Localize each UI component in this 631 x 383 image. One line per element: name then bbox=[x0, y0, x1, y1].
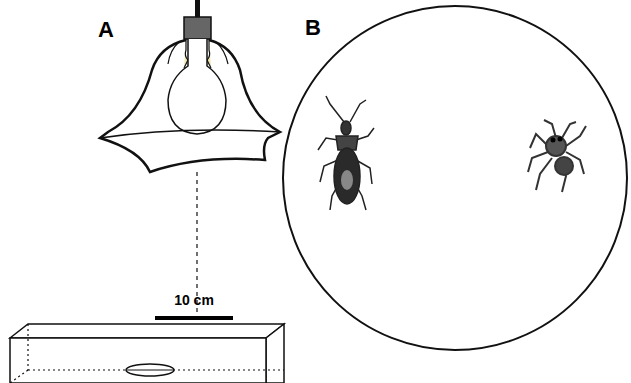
bug bbox=[318, 96, 374, 210]
scale-bar bbox=[155, 316, 233, 320]
panel-letter: A bbox=[98, 17, 114, 43]
spider bbox=[528, 120, 586, 192]
arena-circle bbox=[283, 6, 627, 350]
panel-letter: B bbox=[305, 15, 321, 41]
lamp bbox=[100, 0, 280, 172]
scale-label: 10 cm bbox=[174, 292, 214, 308]
arena-box bbox=[10, 324, 284, 383]
